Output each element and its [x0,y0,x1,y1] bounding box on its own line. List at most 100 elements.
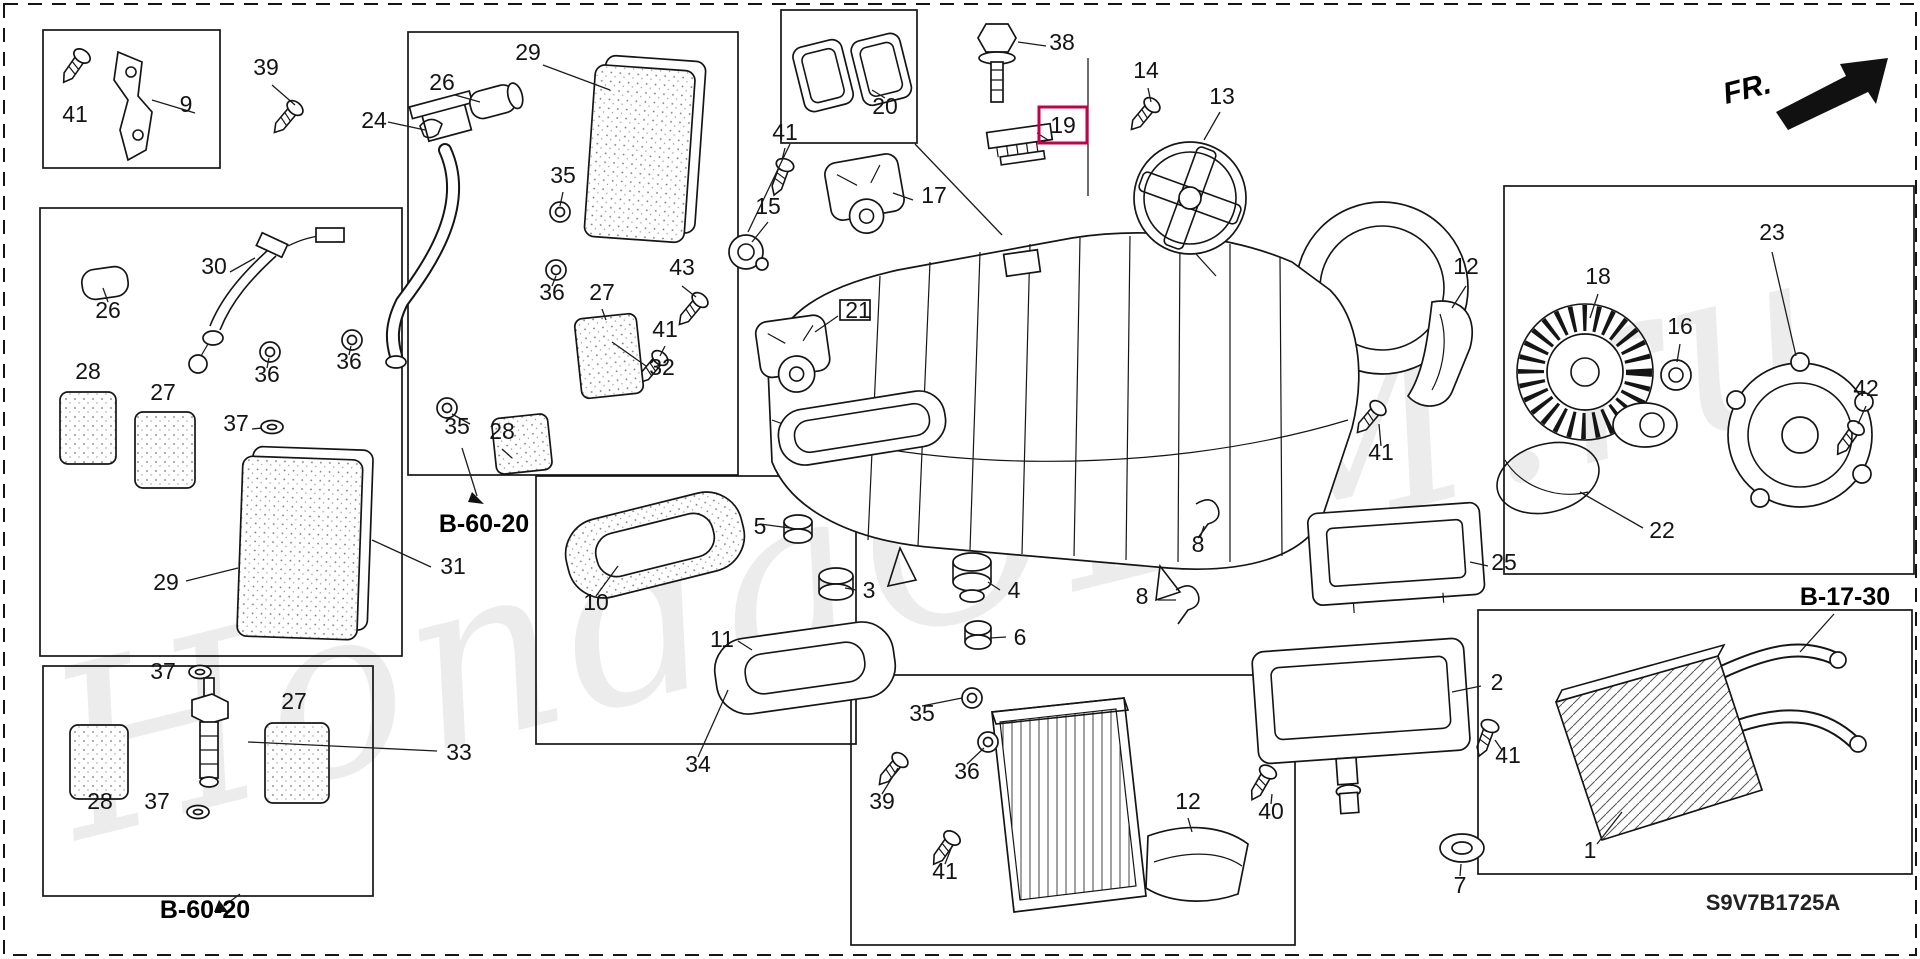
part-16-ring-drawing [1660,359,1692,391]
part-5-mount-drawing [783,514,813,544]
part-label-4[interactable]: 4 [1008,577,1021,603]
part-label-32[interactable]: 32 [649,354,675,380]
part-29-filter-top-drawing [583,54,707,244]
part-22-housing-drawing [1496,441,1600,515]
part-label-41-6[interactable]: 41 [932,858,958,884]
part-label-35-2[interactable]: 35 [444,413,470,439]
part-label-12[interactable]: 12 [1453,253,1479,279]
part-10-gasket-drawing [564,491,746,599]
part-label-36-3[interactable]: 36 [336,348,362,374]
part-label-20[interactable]: 20 [872,93,898,119]
part-label-12-2[interactable]: 12 [1175,788,1201,814]
part-label-41-3[interactable]: 41 [652,316,678,342]
part-label-14[interactable]: 14 [1133,57,1159,83]
part-label-29[interactable]: 29 [515,39,541,65]
part-label-6[interactable]: 6 [1014,624,1027,650]
part-19-bracket-drawing [985,122,1054,166]
part-label-36[interactable]: 36 [539,279,565,305]
part-23-cover-drawing [1726,352,1874,508]
part-label-13[interactable]: 13 [1209,83,1235,109]
part-label-8[interactable]: 8 [1192,531,1205,557]
part-label-36-4[interactable]: 36 [954,758,980,784]
part-label-39-2[interactable]: 39 [869,788,895,814]
part-label-24[interactable]: 24 [361,107,387,133]
part-1-heater-core-drawing [1554,643,1867,842]
part-35-grommet-evap [961,687,983,709]
part-label-29-2[interactable]: 29 [153,569,179,595]
part-heater-unit-drawing [767,201,1469,602]
part-9-bracket-drawing [113,50,153,162]
part-26-cylinder-left [80,265,130,301]
part-label-40[interactable]: 40 [1258,798,1284,824]
group-box-blower [1503,185,1915,575]
part-label-37-3[interactable]: 37 [144,788,170,814]
part-label-41-2[interactable]: 41 [772,119,798,145]
reference-link-b-60-20[interactable]: B-60-20 [439,510,529,538]
part-18-blower-motor-drawing [1516,303,1678,448]
part-label-27[interactable]: 27 [589,279,615,305]
part-label-8-2[interactable]: 8 [1136,583,1149,609]
part-label-26-2[interactable]: 26 [95,297,121,323]
group-box-bracket [42,29,221,169]
part-label-41[interactable]: 41 [62,101,88,127]
part-39-bolt-evap [871,748,912,792]
part-label-38[interactable]: 38 [1049,29,1075,55]
group-box-duct [780,9,918,144]
part-36-grommet-left-2 [341,329,363,351]
part-label-9[interactable]: 9 [180,91,193,117]
part-label-35[interactable]: 35 [550,162,576,188]
part-37-washer-bottom-1 [188,664,212,680]
reference-link-b-60-20-2[interactable]: B-60-20 [160,896,250,924]
part-26-elbow-drawing [468,82,524,120]
part-label-16[interactable]: 16 [1667,313,1693,339]
leader-lines [102,41,1867,912]
part-label-34[interactable]: 34 [685,751,711,777]
part-label-27-2[interactable]: 27 [150,379,176,405]
part-label-19[interactable]: 19 [1050,112,1076,138]
part-label-1[interactable]: 1 [1584,837,1597,863]
part-label-36-2[interactable]: 36 [254,361,280,387]
part-label-31[interactable]: 31 [440,553,466,579]
part-label-21[interactable]: 21 [845,297,871,323]
part-label-27-3[interactable]: 27 [281,688,307,714]
part-label-37-2[interactable]: 37 [150,658,176,684]
part-label-35-3[interactable]: 35 [909,700,935,726]
part-12-seal-right-drawing [1406,300,1474,407]
part-label-18[interactable]: 18 [1585,263,1611,289]
part-label-2[interactable]: 2 [1491,669,1504,695]
part-label-39[interactable]: 39 [253,54,279,80]
part-label-41-4[interactable]: 41 [1368,439,1394,465]
group-box-bottom-left-seals [42,665,374,897]
part-8-clip-top [1195,499,1220,539]
part-label-28-3[interactable]: 28 [87,788,113,814]
part-label-23[interactable]: 23 [1759,219,1785,245]
part-label-3[interactable]: 3 [863,577,876,603]
part-label-26[interactable]: 26 [429,69,455,95]
part-label-28-2[interactable]: 28 [489,418,515,444]
part-label-7[interactable]: 7 [1454,872,1467,898]
part-label-25[interactable]: 25 [1491,549,1517,575]
fr-direction: FR. [1720,58,1888,130]
part-6-mount-drawing [964,620,992,650]
part-label-28[interactable]: 28 [75,358,101,384]
part-25-tray-drawing [1306,501,1486,614]
part-label-41-5[interactable]: 41 [1495,742,1521,768]
part-label-17[interactable]: 17 [921,182,947,208]
reference-link-b-17-30[interactable]: B-17-30 [1800,583,1890,611]
part-label-22[interactable]: 22 [1649,517,1675,543]
part-label-15[interactable]: 15 [755,193,781,219]
part-label-10[interactable]: 10 [583,589,609,615]
part-label-11[interactable]: 11 [710,626,734,652]
part-24-clip-drawing [419,118,443,139]
part-label-5[interactable]: 5 [754,513,767,539]
part-12-seal-bottom-drawing [1145,826,1249,902]
part-label-43[interactable]: 43 [669,254,695,280]
diagram-outer-border [3,3,1917,956]
part-label-30[interactable]: 30 [201,253,227,279]
part-label-42[interactable]: 42 [1853,375,1879,401]
part-label-37[interactable]: 37 [223,410,249,436]
part-36-grommet-evap [977,731,999,753]
part-14-bolt [1123,93,1164,137]
part-label-33[interactable]: 33 [446,739,472,765]
part-7-grommet-drawing [1439,833,1485,863]
